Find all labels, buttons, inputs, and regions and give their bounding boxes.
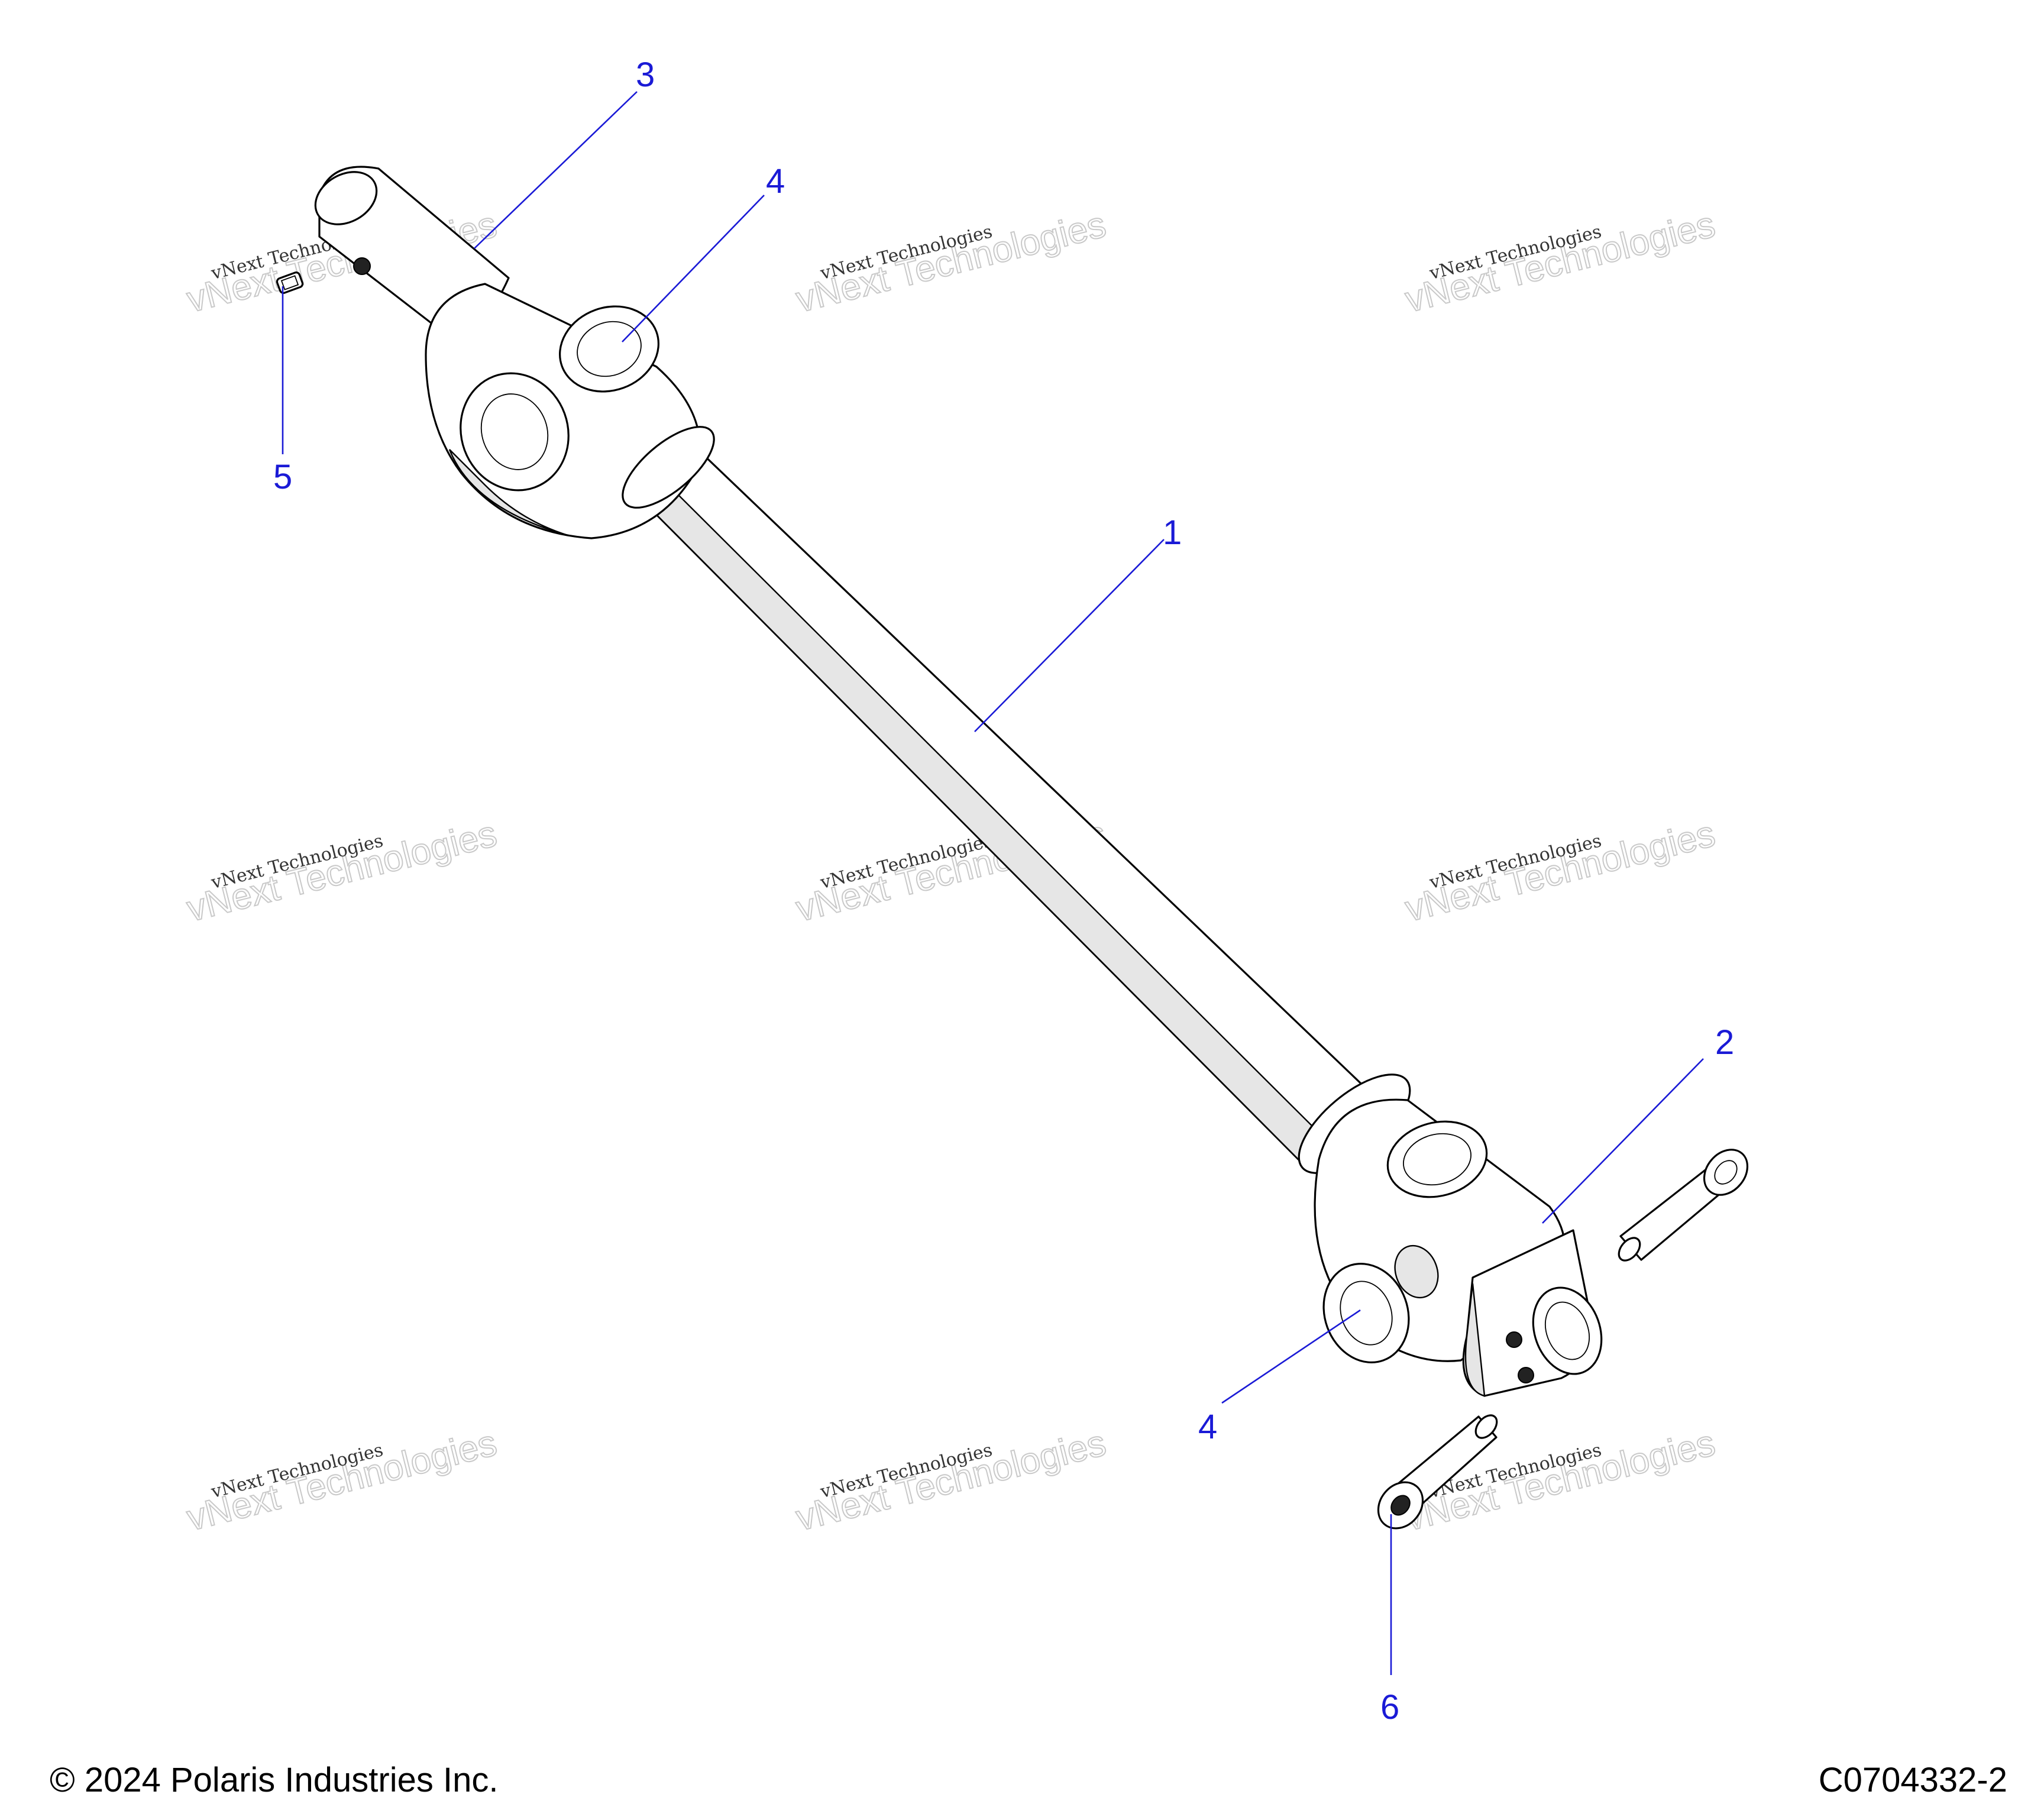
- leader-line-3: [474, 91, 638, 249]
- callout-6: 6: [1380, 1688, 1399, 1727]
- callout-1: 1: [1163, 513, 1182, 552]
- leader-line-1: [974, 539, 1165, 732]
- watermark: vNext Technologies vNext Technologies: [182, 1422, 501, 1540]
- shaft-tube: [625, 448, 1373, 1169]
- leader-line-2: [1542, 1058, 1704, 1224]
- drawing-id: C0704332-2: [1818, 1761, 2007, 1799]
- leader-line-4b: [1221, 1309, 1361, 1404]
- callout-4-upper: 4: [766, 162, 785, 201]
- watermark: vNext Technologies vNext Technologies: [1401, 813, 1719, 930]
- copyright-notice: © 2024 Polaris Industries Inc.: [50, 1761, 499, 1799]
- callout-labels: 1 2 3 4 4 5 6: [273, 56, 1734, 1727]
- callout-2: 2: [1715, 1023, 1734, 1062]
- watermark: vNext Technologies vNext Technologies: [182, 813, 501, 930]
- upper-yoke-assembly: [314, 166, 715, 539]
- callout-5: 5: [273, 458, 292, 496]
- leader-lines: [282, 91, 1704, 1675]
- watermark: vNext Technologies vNext Technologies: [791, 1422, 1110, 1540]
- watermark: vNext Technologies vNext Technologies: [1401, 203, 1719, 321]
- leader-line-4a: [622, 195, 765, 342]
- callout-3: 3: [636, 56, 655, 94]
- clamp-bolt-upper: [1618, 1149, 1749, 1262]
- watermark: vNext Technologies vNext Technologies: [791, 203, 1110, 321]
- callout-4-lower: 4: [1198, 1408, 1217, 1446]
- lower-yoke-assembly: [1298, 1074, 1603, 1397]
- clamp-bolt-lower: [1377, 1414, 1498, 1530]
